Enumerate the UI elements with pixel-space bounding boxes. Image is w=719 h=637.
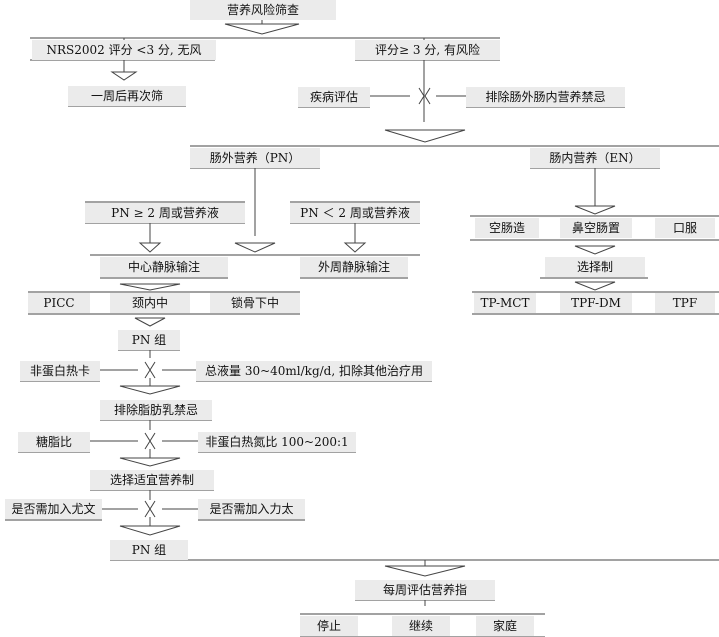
- non-protein-calorie-node: 非蛋白热卡: [20, 361, 100, 381]
- stop-node: 停止: [300, 616, 358, 636]
- tpf-node: TPF: [655, 293, 715, 313]
- jejunostomy-node: 空肠造: [475, 218, 539, 238]
- oral-node: 口服: [655, 218, 715, 238]
- screening-node: 营养风险筛查: [190, 0, 336, 20]
- home-node: 家庭: [476, 616, 534, 636]
- peripheral-venous-infusion-node: 外周静脉输注: [300, 257, 408, 277]
- nrs-low-risk-node: NRS2002 评分 <3 分, 无风: [32, 40, 216, 60]
- pn-group-node-2: PN 组: [110, 540, 188, 560]
- nasojejunal-node: 鼻空肠置: [560, 218, 632, 238]
- jugular-node: 颈内中: [110, 293, 190, 313]
- picc-node: PICC: [28, 293, 90, 313]
- add-litai-node: 是否需加入力太: [198, 499, 305, 519]
- pn-lt-2-weeks-node: PN ＜ 2 周或营养液: [290, 203, 420, 223]
- pn-group-node-1: PN 组: [118, 330, 180, 350]
- calorie-nitrogen-ratio-node: 非蛋白热氮比 100~200:1: [198, 432, 356, 452]
- select-formula-node: 选择适宜营养制: [90, 470, 214, 490]
- enteral-nutrition-node: 肠内营养（EN）: [530, 148, 660, 168]
- tp-mct-node: TP-MCT: [474, 293, 536, 313]
- tpf-dm-node: TPF-DM: [560, 293, 632, 313]
- exclude-lipid-node: 排除脂肪乳禁忌: [100, 400, 212, 420]
- total-fluid-node: 总液量 30~40ml/kg/d, 扣除其他治疗用: [196, 361, 432, 381]
- pn-ge-2-weeks-node: PN ≥ 2 周或营养液: [85, 203, 245, 223]
- glucose-lipid-ratio-node: 糖脂比: [18, 432, 90, 452]
- add-youwen-node: 是否需加入尤文: [5, 499, 102, 519]
- continue-node: 继续: [392, 616, 450, 636]
- subclavian-node: 锁骨下中: [210, 293, 300, 313]
- nrs-high-risk-node: 评分≥ 3 分, 有风险: [355, 40, 500, 60]
- central-venous-infusion-node: 中心静脉输注: [100, 257, 228, 277]
- disease-evaluation-node: 疾病评估: [298, 87, 370, 107]
- weekly-evaluation-node: 每周评估营养指: [355, 580, 495, 600]
- parenteral-nutrition-node: 肠外营养（PN）: [190, 148, 320, 168]
- rescreen-node: 一周后再次筛: [68, 86, 186, 106]
- exclude-contraindication-node: 排除肠外肠内营养禁忌: [466, 87, 625, 107]
- select-preparation-node: 选择制: [545, 257, 645, 277]
